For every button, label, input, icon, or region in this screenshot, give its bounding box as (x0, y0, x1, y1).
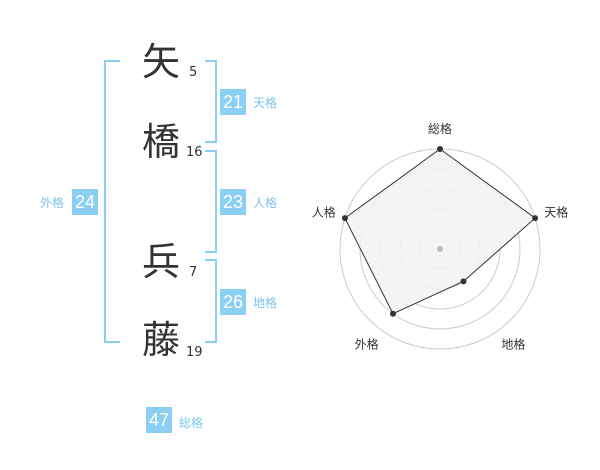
name-char-1: 矢 (142, 40, 181, 84)
gaikaku-label: 外格 (40, 196, 65, 210)
tenkaku-label: 天格 (253, 96, 278, 110)
stroke-count-1: 5 (189, 65, 198, 80)
radar-point-1 (437, 146, 443, 152)
radar-series-polygon (344, 148, 536, 315)
tenkaku-bracket (205, 60, 217, 143)
stroke-count-2: 16 (186, 145, 203, 160)
radar-point-4 (389, 310, 396, 317)
name-char-3: 兵 (142, 240, 181, 284)
radar-point-3 (460, 278, 467, 285)
stroke-count-3: 7 (189, 265, 198, 280)
soukaku-label: 総格 (179, 416, 204, 430)
radar-point-2 (532, 215, 539, 222)
name-char-2: 橋 (142, 120, 181, 164)
soukaku-value: 47 (146, 407, 172, 433)
gaikaku-bracket (104, 60, 120, 343)
chikaku-value: 26 (220, 289, 246, 315)
radar-axis-label-1: 総格 (428, 121, 452, 136)
jinkaku-value: 23 (220, 189, 246, 215)
radar-point-5 (341, 215, 348, 222)
jinkaku-bracket (205, 150, 217, 253)
chikaku-label: 地格 (253, 296, 278, 310)
name-char-4: 藤 (142, 318, 181, 362)
chikaku-bracket (205, 259, 217, 343)
tenkaku-value: 21 (220, 89, 246, 115)
gaikaku-value: 24 (72, 189, 98, 215)
radar-axis-label-2: 天格 (544, 205, 568, 220)
radar-axis-label-4: 外格 (355, 336, 379, 351)
radar-axis-label-5: 人格 (312, 205, 336, 220)
jinkaku-label: 人格 (253, 196, 278, 210)
radar-axis-label-3: 地格 (501, 336, 525, 351)
stroke-count-4: 19 (186, 345, 203, 360)
radar-center-dot (437, 246, 443, 252)
